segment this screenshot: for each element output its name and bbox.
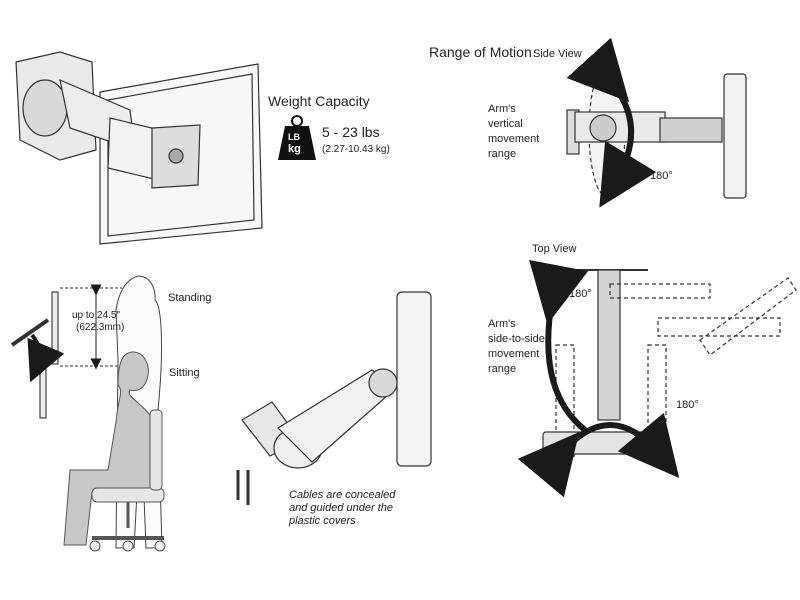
vertical-range-line-2: vertical <box>488 118 523 130</box>
weight-icon-lb: LB <box>288 132 300 142</box>
cables-line-3: plastic covers <box>289 515 356 527</box>
vertical-range-line-1: Arm's <box>488 103 516 115</box>
weight-capacity-title: Weight Capacity <box>268 93 370 109</box>
range-of-motion-title: Range of Motion <box>429 44 532 60</box>
weight-icon <box>278 115 316 160</box>
height-adjust-metric: (622.3mm) <box>76 322 125 333</box>
cables-line-2: and guided under the <box>289 502 393 514</box>
height-adjust-label: up to 24.5" <box>72 310 121 321</box>
vertical-range-line-3: movement <box>488 133 540 145</box>
side-range-line-1: Arm's <box>488 318 516 330</box>
side-view-label: Side View <box>533 48 582 60</box>
weight-range: 5 - 23 lbs <box>322 124 380 140</box>
standing-label: Standing <box>168 292 212 304</box>
sitting-label: Sitting <box>169 367 200 379</box>
side-range-line-4: range <box>488 363 517 375</box>
side-range-line-3: movement <box>488 348 540 360</box>
top-degrees-right: 180° <box>676 399 699 411</box>
weight-icon-kg: kg <box>288 143 301 155</box>
side-view-illustration <box>566 37 747 208</box>
vertical-range-line-4: range <box>488 148 517 160</box>
top-degrees-left: 180° <box>569 288 592 300</box>
side-range-line-2: side-to-side <box>488 333 545 345</box>
height-illustration <box>10 284 122 419</box>
monitor-arm-illustration <box>15 51 263 245</box>
vertical-degrees: 180° <box>650 170 673 182</box>
cable-arm-illustration <box>236 291 432 505</box>
people-silhouettes <box>63 275 166 552</box>
top-view-label: Top View <box>532 243 577 255</box>
weight-range-metric: (2.27-10.43 kg) <box>322 144 390 155</box>
cables-line-1: Cables are concealed <box>289 489 396 501</box>
top-view-illustration <box>517 259 797 498</box>
